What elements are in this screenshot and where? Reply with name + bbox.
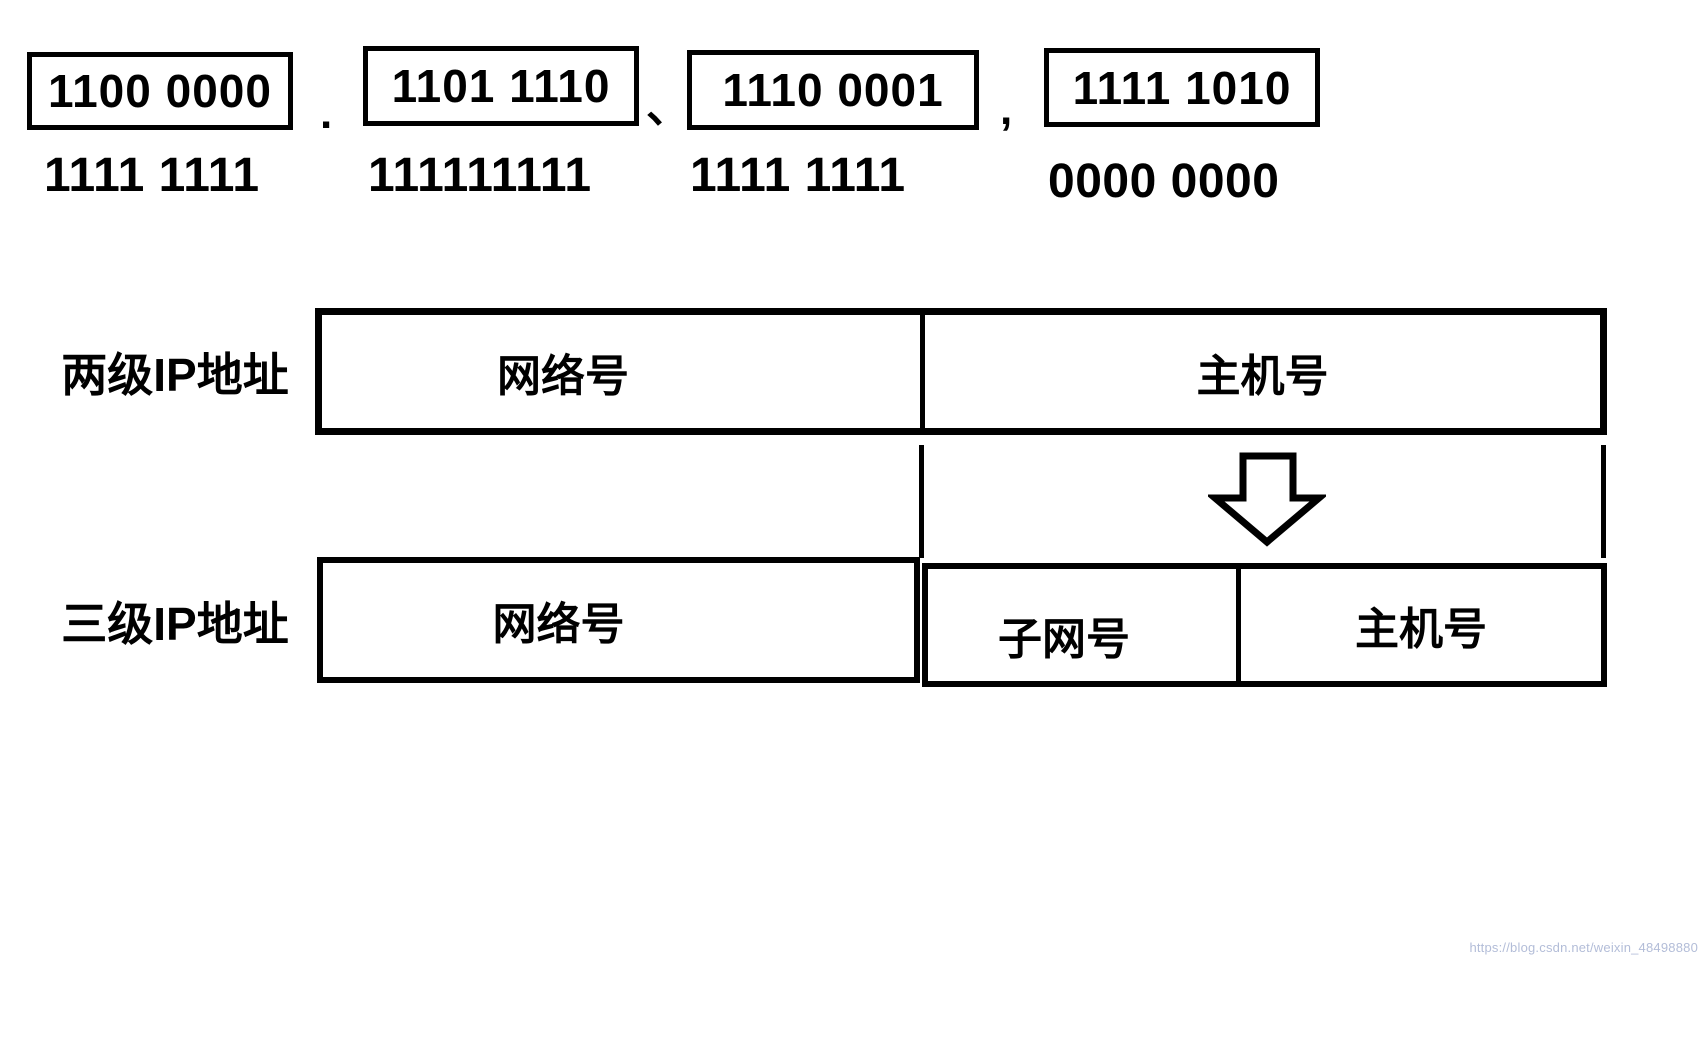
- octet-separator-3: ,: [1000, 85, 1013, 134]
- down-arrow-icon: [1208, 452, 1326, 547]
- octet-value-3: 1110 0001: [722, 64, 944, 116]
- mask-bits-4: 0000 0000: [1048, 155, 1280, 208]
- right-connector-line: [1601, 445, 1606, 558]
- octet-box-1: 1100 0000: [27, 52, 293, 130]
- two-level-cell-network: 网络号: [322, 315, 920, 428]
- octet-value-2: 1101 1110: [391, 60, 611, 112]
- three-level-subnet-label: 子网号: [998, 615, 1130, 664]
- three-level-subnet-host-box: 子网号 主机号: [922, 563, 1607, 687]
- three-level-cell-subnet: 子网号: [928, 569, 1236, 681]
- three-level-host-label: 主机号: [1355, 605, 1487, 654]
- left-connector-line: [919, 445, 924, 558]
- watermark-url: https://blog.csdn.net/weixin_48498880: [1469, 940, 1698, 955]
- two-level-box: 网络号 主机号: [315, 308, 1607, 435]
- three-level-network-label: 网络号: [492, 600, 625, 649]
- three-level-cell-network: 网络号: [323, 563, 914, 677]
- three-level-cell-host: 主机号: [1236, 569, 1601, 681]
- mask-bits-3: 1111 1111: [690, 149, 906, 202]
- two-level-network-label: 网络号: [497, 351, 629, 401]
- octet-box-4: 1111 1010: [1044, 48, 1320, 127]
- octet-value-1: 1100 0000: [48, 65, 272, 117]
- octet-box-3: 1110 0001: [687, 50, 979, 130]
- two-level-cell-host: 主机号: [920, 315, 1600, 428]
- octet-separator-1: .: [320, 89, 333, 138]
- mask-bits-1: 1111 1111: [44, 149, 260, 202]
- two-level-label: 两级IP地址: [61, 348, 289, 401]
- octet-value-4: 1111 1010: [1072, 61, 1292, 114]
- octet-box-2: 1101 1110: [363, 46, 639, 126]
- two-level-host-label: 主机号: [1196, 351, 1329, 401]
- three-level-network-box: 网络号: [317, 557, 920, 683]
- three-level-label: 三级IP地址: [61, 597, 289, 650]
- octet-separator-2: 、: [646, 83, 690, 132]
- mask-bits-2: 111111111: [368, 149, 592, 202]
